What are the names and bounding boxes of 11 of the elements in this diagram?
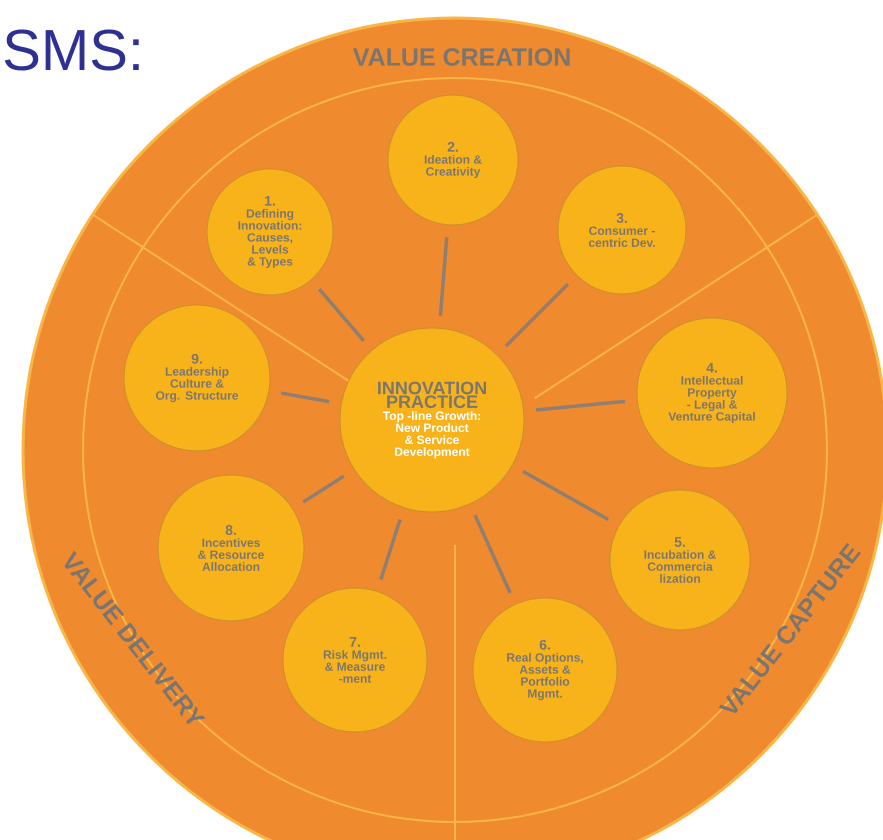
spoke-line (522, 470, 610, 521)
spoke-line (280, 391, 330, 404)
spoke-line (302, 474, 345, 504)
spoke-line (438, 237, 448, 316)
spoke-line (504, 282, 570, 348)
spoke-line (379, 518, 402, 580)
slide-title: SMS: (4, 29, 139, 71)
spoke-line (318, 288, 366, 342)
ring-label: VALUE CREATION (352, 48, 570, 66)
spoke-line (473, 514, 512, 594)
spoke-line (536, 400, 626, 412)
